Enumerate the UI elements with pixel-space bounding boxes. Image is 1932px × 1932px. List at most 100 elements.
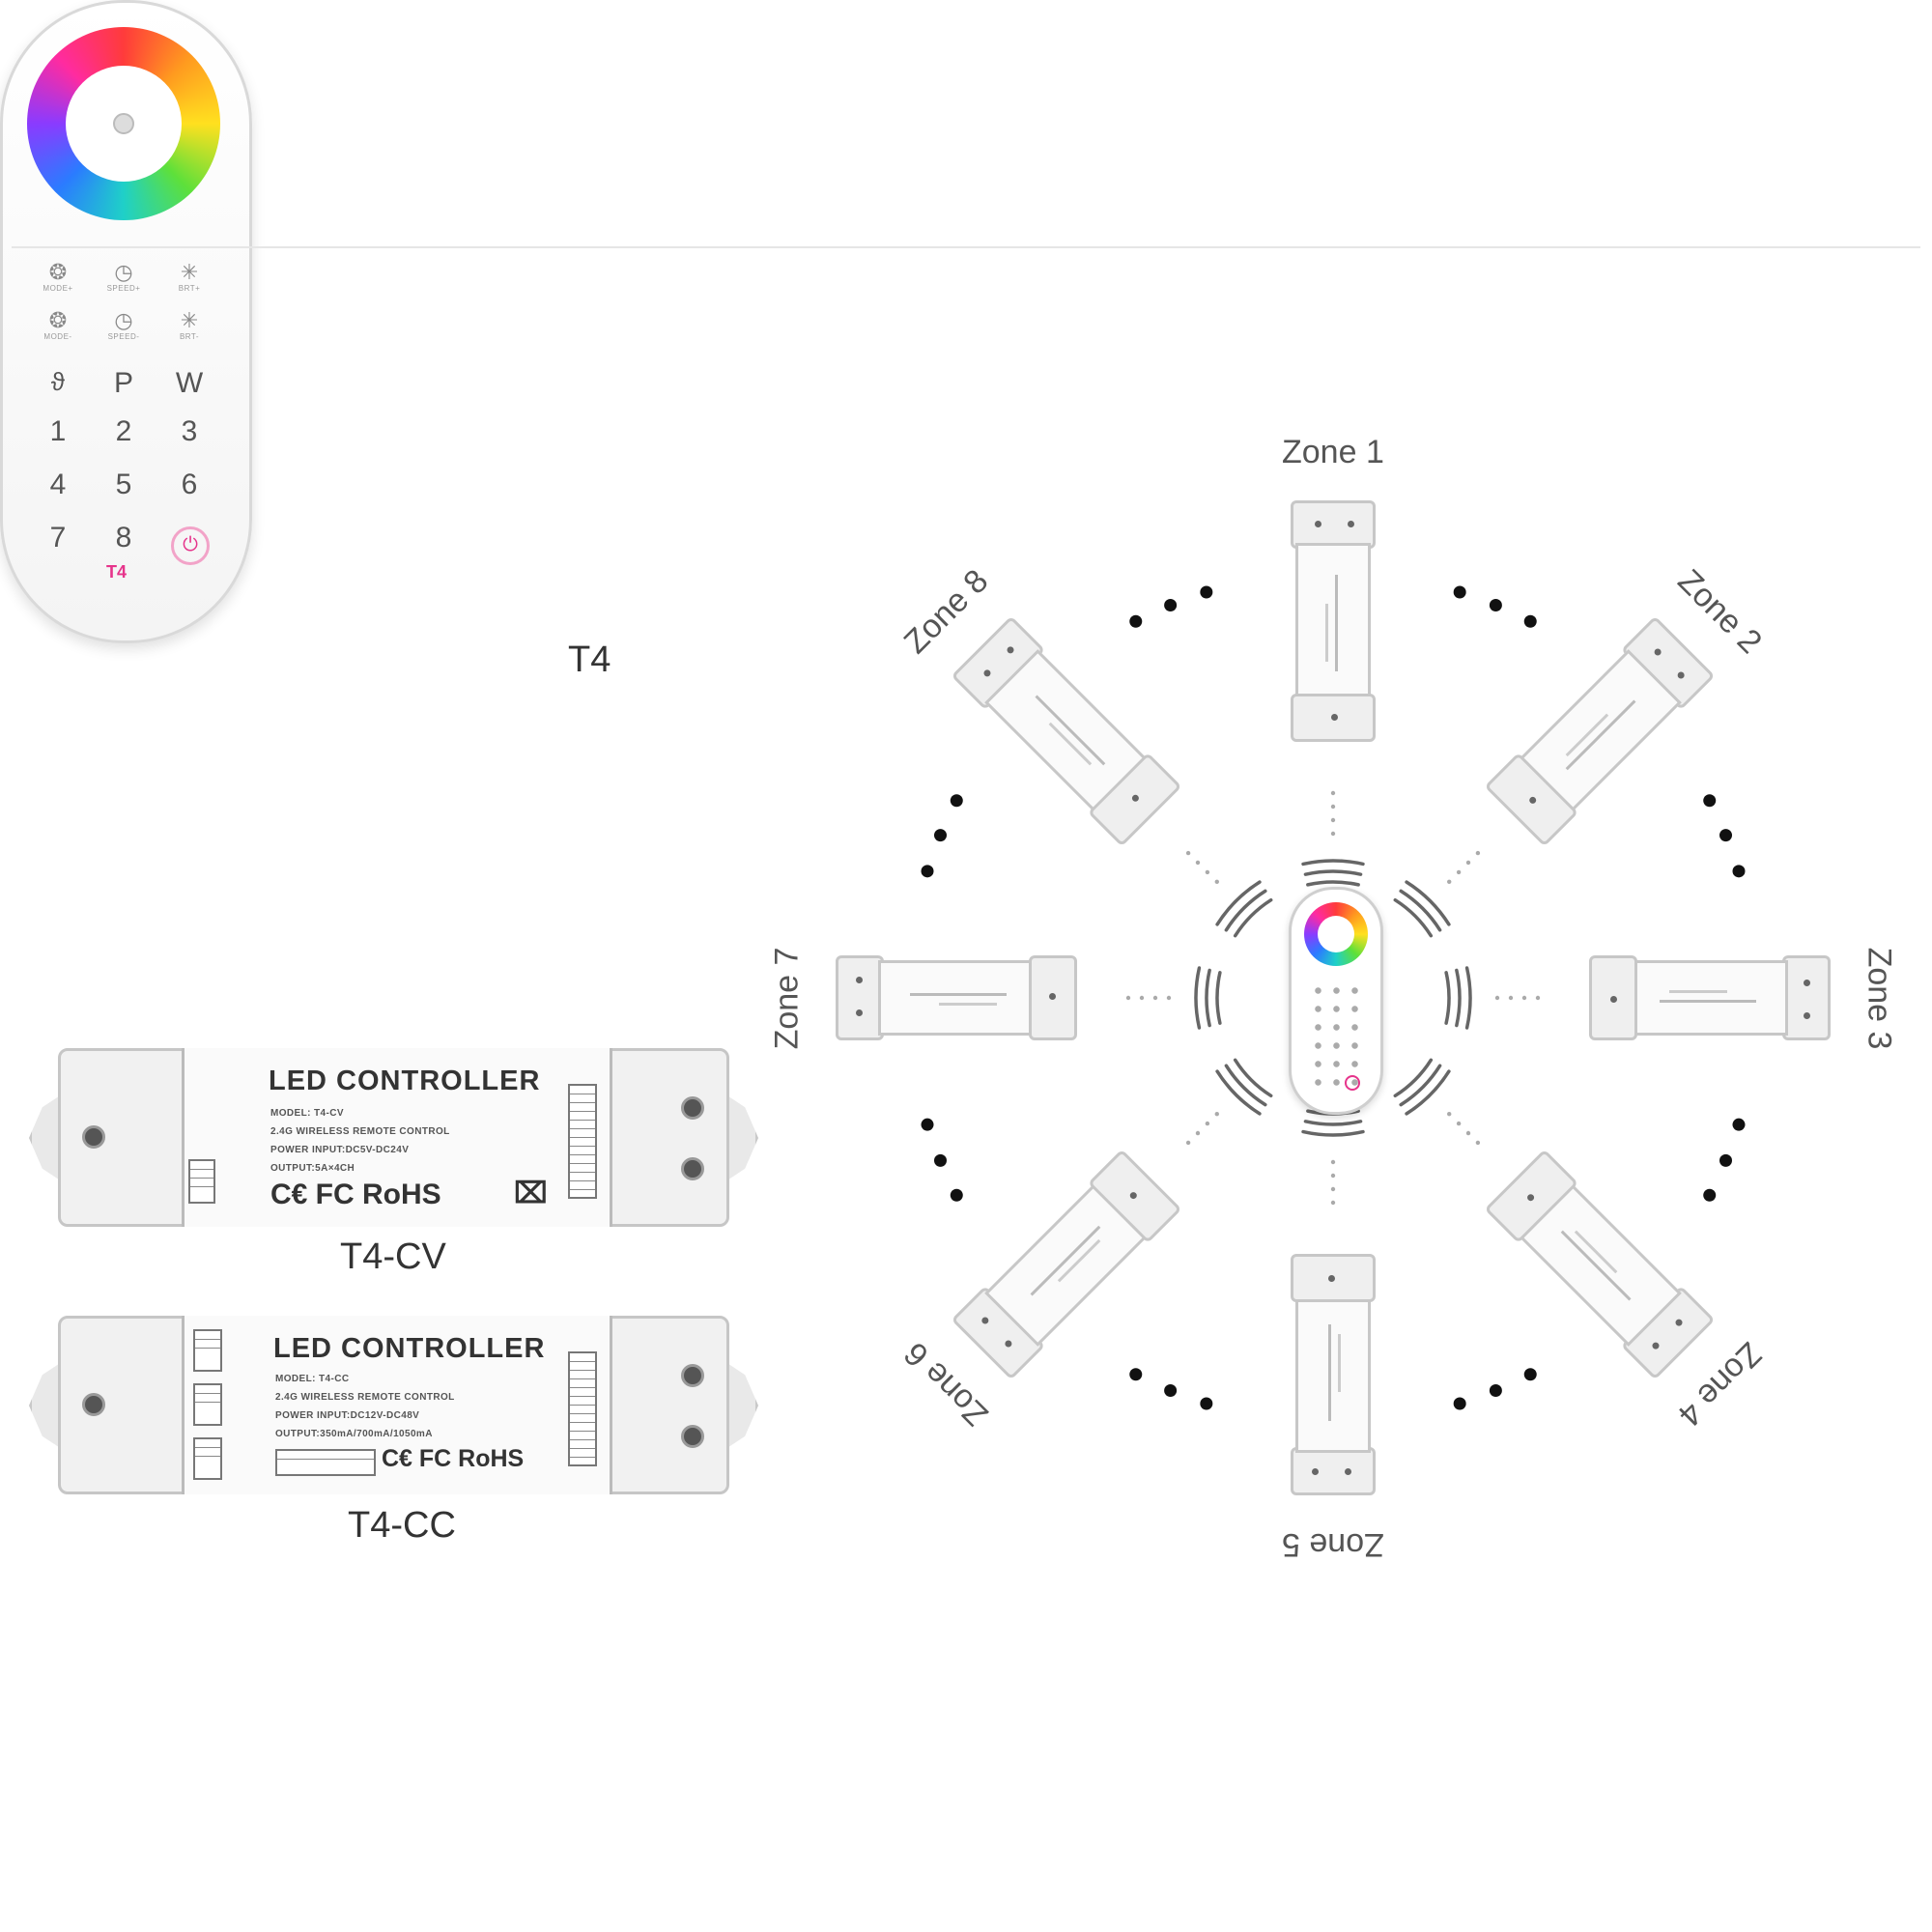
wireless-wave-icon — [1399, 1064, 1442, 1107]
signal-dot — [1475, 850, 1481, 856]
key-2: 2 — [115, 415, 132, 447]
weee-bin-icon: ⌧ — [514, 1178, 548, 1209]
cc-dip-switch-2 — [193, 1383, 222, 1426]
t4-remote: ❂ MODE+ ◷ SPEED+ ✳ BRT+ ❂ MODE- ◷ SPEED-… — [0, 0, 1920, 643]
ring-dot — [1200, 585, 1213, 599]
cv-certification-marks: C€ FC RoHS — [270, 1179, 441, 1210]
key-5: 5 — [115, 469, 132, 500]
cc-caption: T4-CC — [348, 1505, 456, 1546]
zone-module-1 — [1291, 500, 1376, 742]
wireless-wave-icon — [1215, 1069, 1262, 1116]
wireless-wave-icon — [1224, 889, 1267, 932]
cv-spec-model: MODEL: T4-CV — [270, 1108, 344, 1119]
t4-cv-controller: LED CONTROLLER MODEL: T4-CV 2.4G WIRELES… — [29, 1048, 758, 1227]
cv-label-panel — [182, 1048, 612, 1227]
cv-spec-input: POWER INPUT:DC5V-DC24V — [270, 1145, 410, 1155]
ring-dot — [1703, 794, 1717, 808]
ring-dot — [933, 1153, 947, 1167]
zone-label-5: Zone 5 — [1282, 1525, 1384, 1563]
key-w: W — [175, 367, 204, 399]
cv-screw-right-top — [681, 1096, 704, 1120]
signal-dot — [1447, 1112, 1452, 1117]
cv-caption: T4-CV — [340, 1236, 446, 1277]
ring-dot — [1129, 1368, 1143, 1381]
cc-title: LED CONTROLLER — [273, 1333, 546, 1364]
wireless-wave-icon — [1215, 971, 1222, 1025]
brightness-minus-button: ✳ BRT- — [160, 308, 218, 342]
wireless-wave-icon — [1393, 1058, 1434, 1098]
speed-minus-button: ◷ SPEED- — [95, 308, 153, 342]
wireless-wave-icon — [1399, 889, 1442, 932]
wireless-wave-icon — [1393, 897, 1434, 938]
cc-dip-switch-3 — [193, 1437, 222, 1480]
signal-dot — [1330, 1186, 1336, 1192]
zone-label-3: Zone 3 — [1861, 947, 1898, 1049]
signal-dot — [1139, 995, 1145, 1001]
signal-dot — [1330, 1159, 1336, 1165]
wireless-wave-icon — [1405, 1069, 1451, 1116]
signal-dot — [1152, 995, 1158, 1001]
power-icon: ⏻ — [171, 526, 210, 565]
ring-dot — [950, 1188, 963, 1202]
wireless-wave-icon — [1233, 897, 1273, 938]
wireless-wave-icon — [1194, 966, 1202, 1030]
signal-dot — [1166, 995, 1172, 1001]
center-remote — [1289, 887, 1383, 1115]
t4-cc-controller: LED CONTROLLER MODEL: T4-CC 2.4G WIRELES… — [29, 1316, 758, 1494]
signal-dot — [1330, 790, 1336, 796]
wireless-wave-icon — [1303, 869, 1363, 876]
zone-module-3 — [1589, 955, 1831, 1040]
cc-screw-right-bottom — [681, 1425, 704, 1448]
cc-output-terminal — [568, 1351, 597, 1466]
ring-dot — [1523, 1368, 1537, 1381]
ring-dot — [1719, 829, 1733, 842]
speed-icon: ◷ — [114, 308, 133, 332]
mode-icon: ❂ — [48, 260, 68, 284]
ring-dot — [1732, 865, 1746, 878]
mini-power-icon — [1345, 1075, 1360, 1091]
signal-dot — [1330, 831, 1336, 837]
key-4: 4 — [49, 469, 67, 500]
signal-dot — [1330, 817, 1336, 823]
signal-dot — [1521, 995, 1527, 1001]
mode-icon: ❂ — [48, 308, 68, 332]
signal-dot — [1465, 860, 1471, 866]
wireless-wave-icon — [1444, 971, 1451, 1025]
key-speed-cycle: ϑ — [50, 367, 66, 396]
cv-title: LED CONTROLLER — [269, 1065, 541, 1096]
cc-certification-marks: C€ FC RoHS — [382, 1445, 525, 1472]
ring-dot — [1164, 598, 1178, 611]
ring-dot — [1732, 1118, 1746, 1131]
brand-logo: T4 — [106, 562, 128, 582]
ring-dot — [1453, 585, 1466, 599]
mode-plus-button: ❂ MODE+ — [29, 260, 87, 294]
cv-spec-output: OUTPUT:5A×4CH — [270, 1163, 355, 1174]
ring-dot — [1489, 1384, 1502, 1398]
signal-dot — [1494, 995, 1500, 1001]
signal-dot — [1465, 1130, 1471, 1136]
signal-dot — [1214, 1112, 1219, 1117]
wheel-center-dot — [113, 113, 134, 134]
ring-dot — [1489, 598, 1502, 611]
signal-dot — [1535, 995, 1541, 1001]
zone-module-5 — [1291, 1254, 1376, 1495]
cv-screw-left — [82, 1125, 105, 1149]
cc-input-terminal — [275, 1449, 376, 1476]
key-8: 8 — [115, 522, 132, 554]
brightness-icon: ✳ — [180, 260, 199, 284]
signal-dot — [1330, 1173, 1336, 1179]
wireless-wave-icon — [1205, 968, 1211, 1028]
signal-dot — [1205, 869, 1210, 875]
mini-color-wheel — [1304, 902, 1368, 966]
zone-label-7: Zone 7 — [768, 947, 806, 1049]
wireless-wave-icon — [1301, 859, 1365, 867]
wireless-wave-icon — [1464, 966, 1472, 1030]
signal-dot — [1475, 1140, 1481, 1146]
brightness-icon: ✳ — [180, 308, 199, 332]
wireless-wave-icon — [1405, 880, 1451, 926]
cc-label-panel — [182, 1316, 612, 1494]
cc-spec-input: POWER INPUT:DC12V-DC48V — [275, 1410, 420, 1421]
signal-dot — [1447, 879, 1452, 884]
signal-dot — [1330, 1200, 1336, 1206]
cv-screw-right-bottom — [681, 1157, 704, 1180]
